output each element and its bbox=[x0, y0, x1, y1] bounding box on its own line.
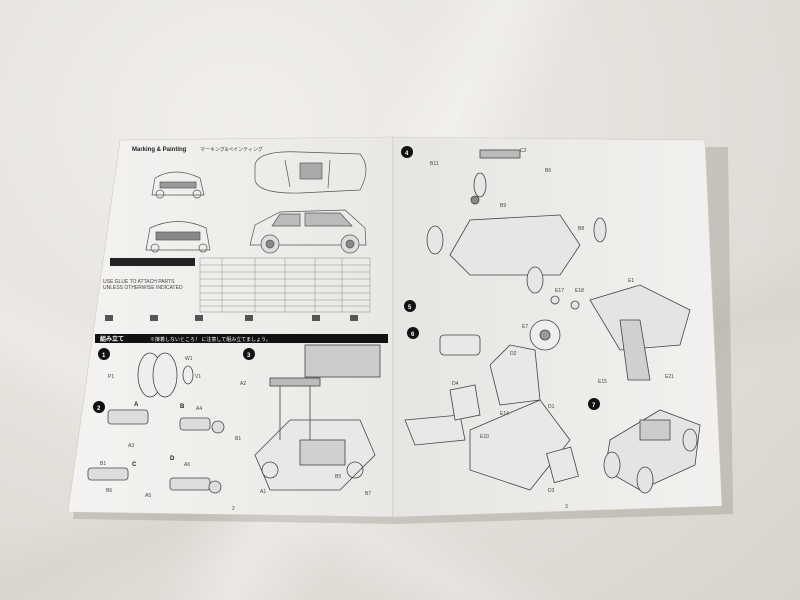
step-6-marker bbox=[407, 327, 419, 339]
sub-label-c: C bbox=[132, 462, 137, 468]
right-page: 4 B11 C2 B6 B9 B8 5 E1 E7 E17 E18 E15 bbox=[392, 136, 723, 518]
step-7-marker bbox=[588, 398, 600, 410]
left-page-number: 2 bbox=[232, 506, 235, 512]
part-label-b1-step3: B1 bbox=[235, 436, 241, 442]
part-label-a3: A3 bbox=[128, 443, 134, 449]
step-5-number: 5 bbox=[408, 305, 412, 311]
step-5-dashboard-diagram bbox=[529, 284, 691, 381]
sub-label-a: A bbox=[134, 402, 139, 408]
car-top-view bbox=[254, 151, 367, 194]
assembly-note: ※接着しないところ！ に注意して組み立てましょう。 bbox=[150, 336, 271, 343]
step-4-chassis-diagram bbox=[426, 149, 607, 294]
part-label-e21: E21 bbox=[665, 374, 674, 380]
left-page: Marking & Painting マーキング&ペインティング bbox=[67, 136, 394, 518]
step-3-marker bbox=[243, 348, 255, 360]
part-label-e18: E18 bbox=[575, 288, 584, 294]
step-4-marker bbox=[401, 146, 413, 158]
part-label-v1: V1 bbox=[195, 374, 201, 380]
glue-note-line-2: UNLESS OTHERWISE INDICATED bbox=[103, 285, 183, 291]
glue-note-line-1: USE GLUE TO ATTACH PARTS bbox=[103, 279, 175, 285]
car-side-view bbox=[249, 209, 367, 254]
car-front-view bbox=[151, 171, 205, 199]
part-label-d4: D4 bbox=[452, 381, 459, 387]
part-label-c2: C2 bbox=[520, 148, 527, 154]
sub-label-b: B bbox=[180, 404, 185, 410]
step-4-number: 4 bbox=[405, 151, 409, 157]
part-label-e1: E1 bbox=[628, 278, 634, 284]
step-2-marker bbox=[93, 401, 105, 413]
part-label-e17: E17 bbox=[555, 288, 564, 294]
part-label-a2: A2 bbox=[240, 381, 246, 387]
step-1-marker bbox=[98, 348, 110, 360]
step-6-number: 6 bbox=[411, 332, 415, 338]
car-rear-view bbox=[145, 221, 211, 253]
step-7-number: 7 bbox=[592, 403, 596, 409]
step-2-suspension-diagram bbox=[87, 409, 225, 494]
step-2-number: 2 bbox=[97, 406, 101, 412]
step-3-chassis-diagram bbox=[254, 344, 381, 491]
part-label-b11: B11 bbox=[430, 161, 439, 167]
part-label-b5: B5 bbox=[335, 474, 341, 480]
part-label-p1: P1 bbox=[108, 374, 114, 380]
step-3-number: 3 bbox=[247, 353, 251, 359]
marking-painting-subheading: マーキング&ペインティング bbox=[200, 146, 263, 153]
paint-color-table bbox=[199, 257, 371, 313]
part-label-a4: A4 bbox=[196, 406, 202, 412]
step-1-wheel-diagram bbox=[137, 352, 194, 398]
assembly-banner bbox=[95, 334, 388, 343]
part-label-a5: A5 bbox=[145, 493, 151, 499]
part-label-e7: E7 bbox=[522, 324, 528, 330]
part-label-b9: B9 bbox=[500, 203, 506, 209]
step-1-number: 1 bbox=[102, 353, 106, 359]
part-label-b8: B8 bbox=[578, 226, 584, 232]
part-label-d1: D1 bbox=[548, 404, 555, 410]
part-label-d2: D2 bbox=[510, 351, 517, 357]
part-label-a1: A1 bbox=[260, 489, 266, 495]
part-label-a6: A6 bbox=[184, 462, 190, 468]
step-5-marker bbox=[404, 300, 416, 312]
right-page-number: 3 bbox=[565, 504, 568, 510]
sub-label-d: D bbox=[170, 456, 175, 462]
step-6-interior-diagram bbox=[404, 334, 579, 491]
part-label-b6-right: B6 bbox=[545, 168, 551, 174]
assembly-title: 組み立て bbox=[100, 335, 124, 343]
symbol-legend-row bbox=[105, 315, 358, 321]
part-label-b6: B6 bbox=[106, 488, 112, 494]
part-label-e10: E10 bbox=[480, 434, 489, 440]
part-label-w1: W1 bbox=[185, 356, 193, 362]
step-7-final-assembly-diagram bbox=[603, 409, 701, 494]
part-label-d3: D3 bbox=[548, 488, 555, 494]
instruction-note-banner bbox=[110, 258, 195, 266]
part-label-b7: B7 bbox=[365, 491, 371, 497]
part-label-e15: E15 bbox=[598, 379, 607, 385]
marking-painting-heading: Marking & Painting bbox=[132, 147, 187, 153]
part-label-e14: E14 bbox=[500, 411, 509, 417]
part-label-b1: B1 bbox=[100, 461, 106, 467]
